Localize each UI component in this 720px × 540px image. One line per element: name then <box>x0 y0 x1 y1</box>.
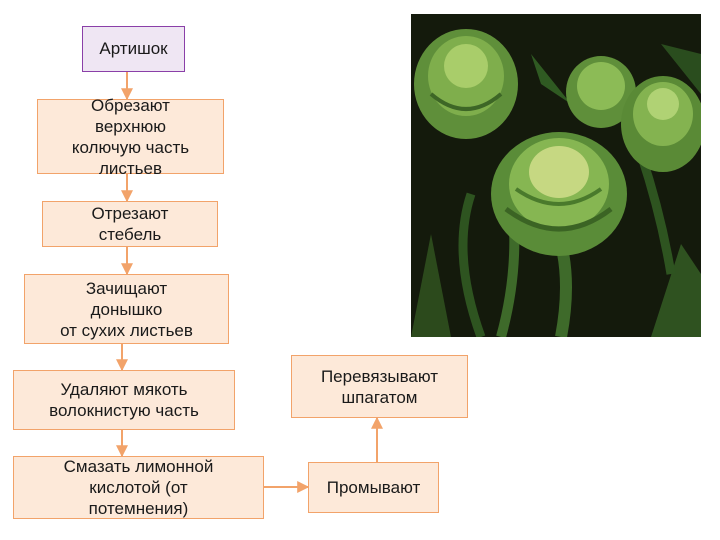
diagram-title-box: Артишок <box>82 26 185 72</box>
step-6-box: Промывают <box>308 462 439 513</box>
artichoke-3-icon <box>621 76 701 172</box>
step-5-text: Смазать лимонной кислотой (от потемнения… <box>63 457 214 518</box>
step-3-text: Зачищают донышко от сухих листьев <box>60 278 193 340</box>
step-2-box: Отрезают стебель <box>42 201 218 247</box>
diagram-title: Артишок <box>99 39 168 58</box>
step-6-text: Промывают <box>326 478 421 497</box>
artichoke-photo <box>411 14 701 337</box>
step-1-box: Обрезают верхнюю колючую часть листьев <box>37 96 224 178</box>
step-4-text: Удаляют мякоть волокнистую часть <box>49 380 199 420</box>
step-5-box: Смазать лимонной кислотой (от потемнения… <box>13 456 264 519</box>
step-7-box: Перевязывают шпагатом <box>291 355 468 418</box>
artichoke-1-icon <box>414 29 518 139</box>
step-3-box: Зачищают донышко от сухих листьев <box>24 274 229 344</box>
step-2-text: Отрезают стебель <box>91 204 169 244</box>
step-1-text: Обрезают верхнюю колючую часть листьев <box>71 95 190 178</box>
artichoke-2-icon <box>566 56 636 128</box>
step-7-text: Перевязывают шпагатом <box>320 366 439 407</box>
artichoke-4-icon <box>491 132 627 256</box>
step-4-box: Удаляют мякоть волокнистую часть <box>13 370 235 430</box>
